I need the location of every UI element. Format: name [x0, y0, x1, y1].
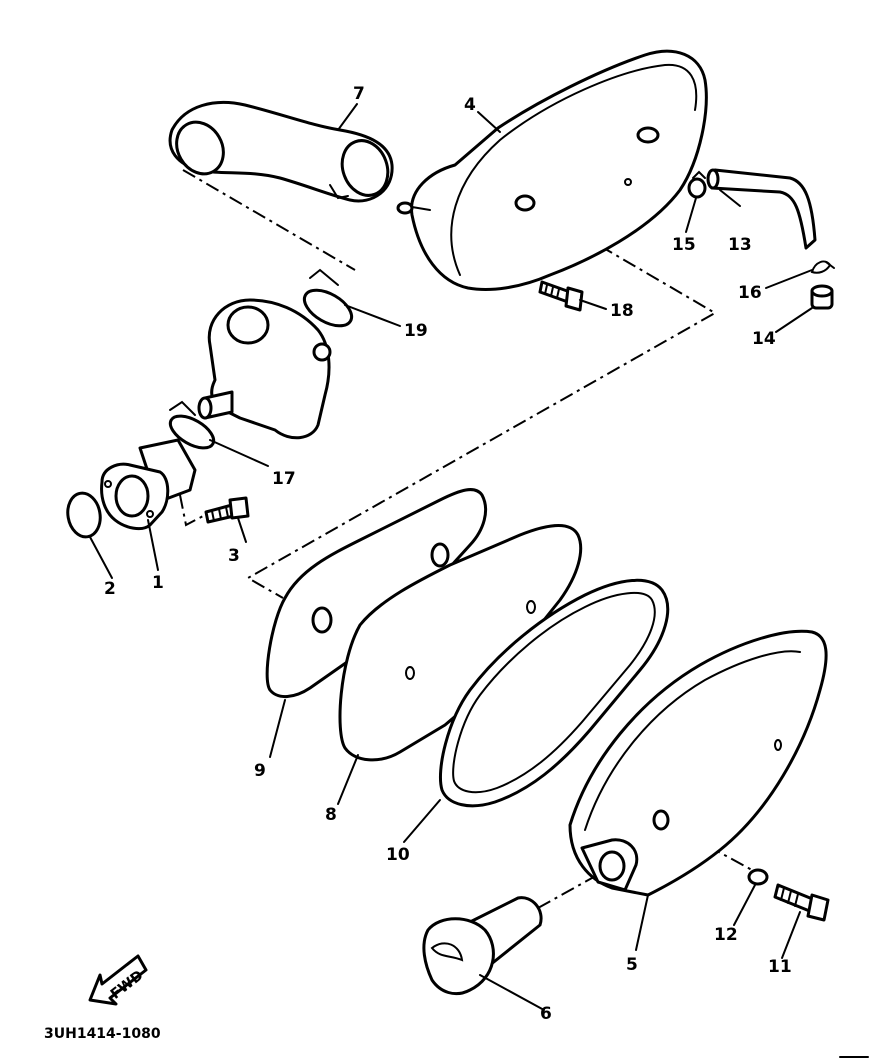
part-1-joint [100, 438, 197, 531]
fwd-arrow-icon: FWD [88, 954, 148, 1006]
callout-1: 1 [152, 573, 164, 593]
callout-12: 12 [714, 925, 738, 945]
part-16-clip [810, 260, 835, 274]
callout-17: 17 [272, 469, 296, 489]
callout-11: 11 [768, 957, 792, 977]
callout-9: 9 [254, 761, 266, 781]
callout-4: 4 [464, 95, 476, 115]
callout-5: 5 [626, 955, 638, 975]
callout-labels: 7 4 13 15 16 14 18 19 17 3 1 2 9 8 10 5 … [104, 84, 792, 1024]
callout-18: 18 [610, 301, 634, 321]
part-11-bolt [773, 883, 830, 922]
part-2-o-ring [66, 491, 102, 539]
part-18-screw [538, 280, 584, 312]
leader-lines [89, 103, 813, 1011]
part-17-band [168, 400, 216, 450]
callout-7: 7 [353, 84, 365, 104]
callout-6: 6 [540, 1004, 552, 1024]
part-3-screw [204, 496, 250, 524]
part-7-duct [168, 101, 394, 203]
callout-13: 13 [728, 235, 752, 255]
document-code: 3UH1414-1080 [44, 1026, 161, 1042]
callout-3: 3 [228, 546, 240, 566]
part-10-gasket [438, 578, 670, 808]
part-4-case [396, 49, 708, 291]
callout-10: 10 [386, 845, 410, 865]
callout-15: 15 [672, 235, 696, 255]
callout-8: 8 [325, 805, 337, 825]
part-12-washer [747, 868, 769, 886]
part-13-hose [706, 168, 817, 250]
callout-14: 14 [752, 329, 776, 349]
part-19-band [302, 268, 354, 328]
callout-2: 2 [104, 579, 116, 599]
carburetor [197, 298, 332, 440]
part-14-plug [810, 284, 834, 310]
part-15-clip [687, 170, 707, 199]
callout-16: 16 [738, 283, 762, 303]
callout-19: 19 [404, 321, 428, 341]
part-6-funnel [422, 896, 543, 996]
